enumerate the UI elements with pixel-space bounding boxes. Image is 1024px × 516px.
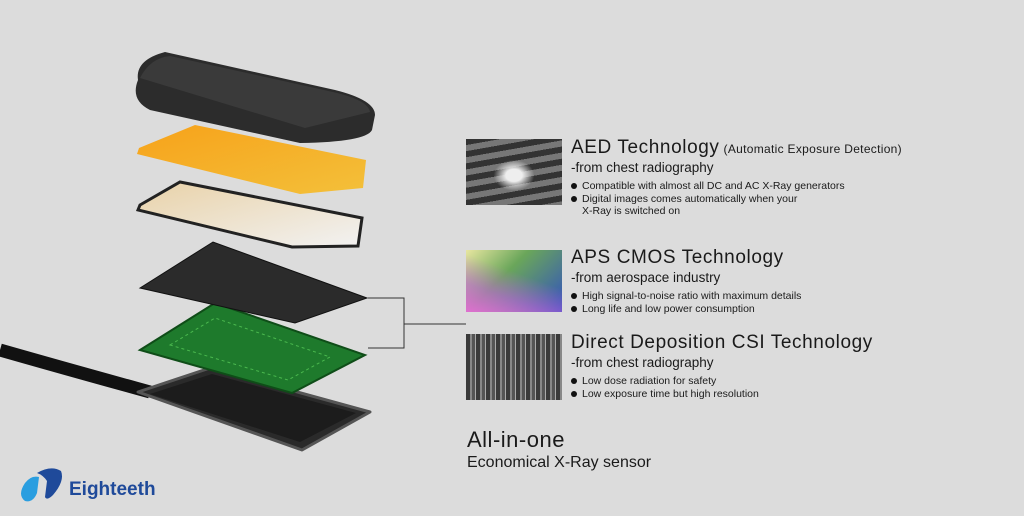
tagline: All-in-one Economical X-Ray sensor — [467, 427, 651, 472]
csi-layer — [137, 125, 366, 194]
aed-section: AED Technology(Automatic Exposure Detect… — [571, 137, 902, 218]
scintillator-layer — [135, 180, 364, 249]
section-title: AED Technology(Automatic Exposure Detect… — [571, 137, 902, 158]
top-cover-layer — [135, 52, 375, 143]
bullet: Low dose radiation for safety — [571, 375, 873, 388]
pcb-layer — [137, 301, 368, 395]
section-subtitle: -from chest radiography — [571, 355, 714, 370]
section-title-note: (Automatic Exposure Detection) — [723, 142, 902, 156]
bullet: High signal-to-noise ratio with maximum … — [571, 290, 801, 303]
section-title: APS CMOS Technology — [571, 247, 784, 268]
bullet: Low exposure time but high resolution — [571, 388, 873, 401]
sensor-cable — [0, 343, 152, 399]
bullet: Digital images comes automatically when … — [571, 193, 802, 218]
bullet: Compatible with almost all DC and AC X-R… — [571, 180, 902, 193]
connector-bracket — [368, 297, 466, 349]
tagline-subheading: Economical X-Ray sensor — [467, 454, 652, 471]
section-subtitle: -from chest radiography — [571, 160, 714, 175]
tagline-heading: All-in-one — [467, 427, 565, 452]
brand-logo: Eighteeth — [17, 465, 156, 505]
cmos-section: APS CMOS Technology -from aerospace indu… — [571, 247, 801, 315]
bullet: Long life and low power consumption — [571, 303, 801, 316]
brand-name: Eighteeth — [69, 479, 156, 500]
csi-structure-image — [466, 334, 562, 400]
cmos-gradient-image — [466, 250, 562, 312]
chest-xray-image — [466, 139, 562, 205]
csi-section: Direct Deposition CSI Technology -from c… — [571, 332, 873, 400]
bottom-housing-layer — [136, 366, 372, 452]
section-subtitle: -from aerospace industry — [571, 270, 721, 285]
tooth-logo-icon — [21, 468, 62, 502]
section-title: Direct Deposition CSI Technology — [571, 332, 873, 353]
sensor-chip-layer — [138, 241, 369, 324]
